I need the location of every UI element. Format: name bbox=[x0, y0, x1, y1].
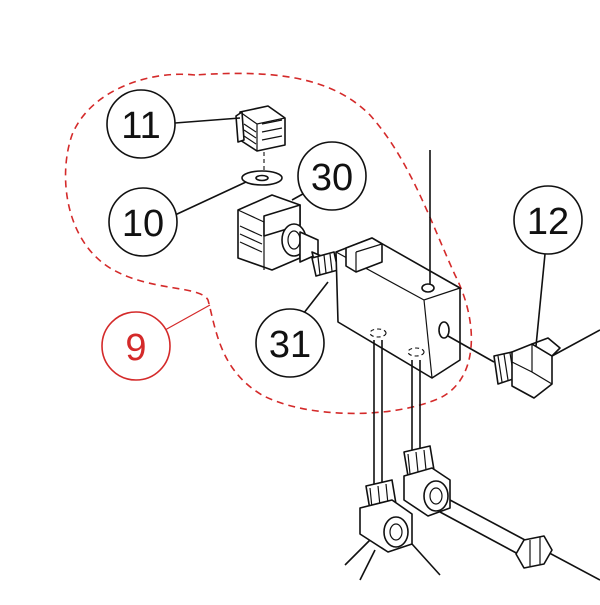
valve-body bbox=[335, 237, 461, 379]
group-9-leader bbox=[164, 304, 211, 331]
leader-12 bbox=[535, 253, 546, 347]
callout-31-label: 31 bbox=[269, 324, 311, 366]
leader-10 bbox=[174, 181, 247, 216]
nut-bottom-right bbox=[515, 535, 553, 569]
callout-30-label: 30 bbox=[311, 157, 353, 199]
callout-10-label: 10 bbox=[122, 203, 164, 245]
callout-12-label: 12 bbox=[527, 201, 569, 243]
callout-11-label: 11 bbox=[121, 105, 160, 147]
group-9-outline bbox=[64, 72, 473, 415]
callout-31[interactable]: 31 bbox=[255, 308, 325, 378]
callout-12[interactable]: 12 bbox=[513, 185, 583, 255]
part-10-oring bbox=[241, 170, 283, 186]
callout-9-label: 9 bbox=[125, 327, 146, 369]
part-12-elbow bbox=[493, 329, 600, 399]
lower-elbow-left bbox=[344, 479, 441, 581]
lower-elbow-right bbox=[403, 445, 600, 581]
part-30-solenoid bbox=[237, 194, 331, 273]
callout-11[interactable]: 11 bbox=[106, 89, 176, 159]
leader-11 bbox=[174, 117, 241, 124]
callout-9[interactable]: 9 bbox=[101, 311, 171, 381]
part-11-cap bbox=[235, 105, 286, 152]
pipe-right bbox=[447, 335, 495, 363]
callout-10[interactable]: 10 bbox=[108, 187, 178, 257]
callout-30[interactable]: 30 bbox=[297, 141, 367, 211]
